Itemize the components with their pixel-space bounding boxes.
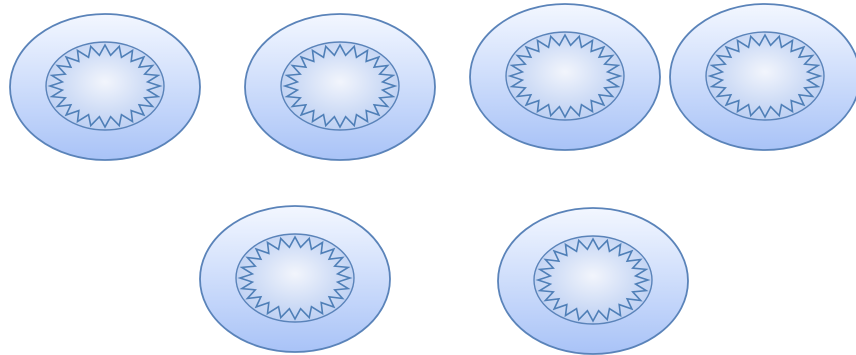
starburst-icon <box>240 237 350 319</box>
oval-node-2 <box>245 14 435 160</box>
oval-node-1 <box>10 14 200 160</box>
starburst-icon <box>285 45 395 127</box>
starburst-icon <box>50 45 160 127</box>
oval-node-6 <box>498 208 688 354</box>
shapes-layer <box>10 4 856 354</box>
oval-node-4 <box>670 4 856 150</box>
oval-node-3 <box>470 4 660 150</box>
oval-node-5 <box>200 206 390 352</box>
starburst-icon <box>538 239 648 321</box>
starburst-icon <box>710 35 820 117</box>
starburst-icon <box>510 35 620 117</box>
